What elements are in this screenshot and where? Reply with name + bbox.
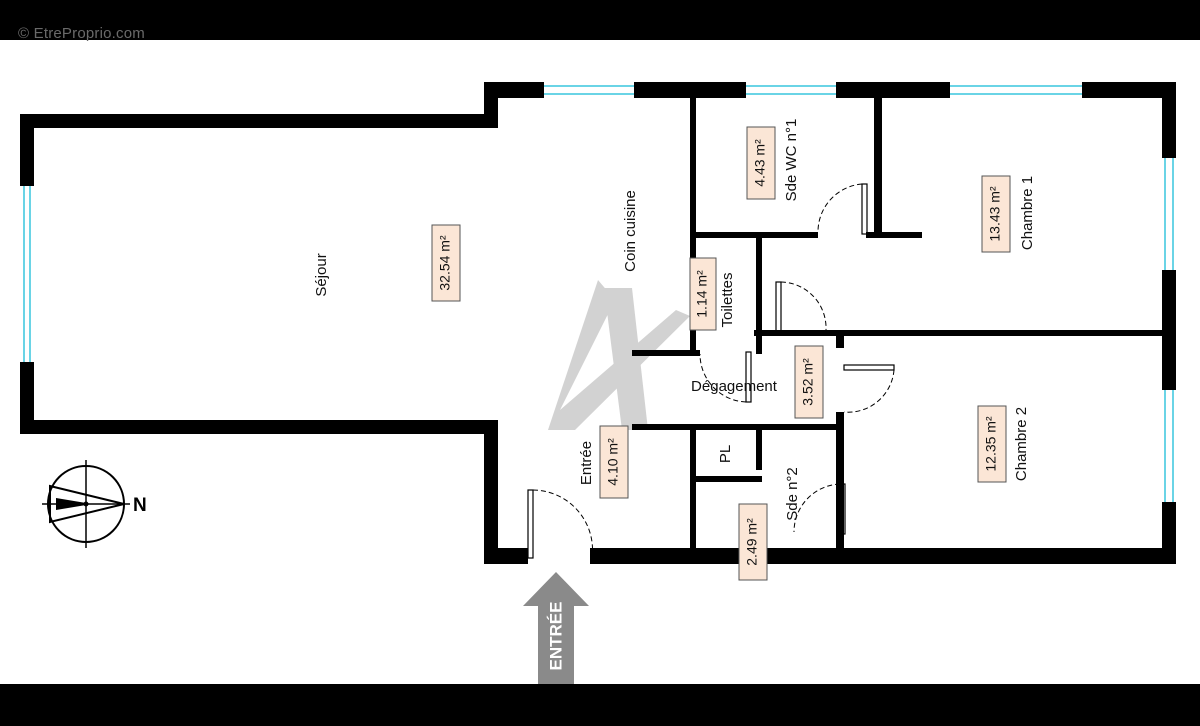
room-label: Chambre 1	[1019, 176, 1036, 250]
room-label: Toilettes	[719, 272, 736, 327]
bottom-bar	[0, 684, 1200, 726]
entrance-arrow-icon: ENTRÉE	[523, 572, 589, 684]
walls	[20, 82, 1176, 564]
room-area: 4.10 m²	[605, 438, 621, 486]
room-area: 3.52 m²	[800, 358, 816, 406]
room-area: 2.49 m²	[744, 518, 760, 566]
room-chambre-1: 13.43 m² Chambre 1	[981, 175, 1036, 253]
entrance-arrow-label: ENTRÉE	[546, 602, 565, 671]
room-sejour: Séjour 32.54 m²	[313, 224, 461, 302]
compass-north-label: N	[133, 495, 147, 516]
room-label: Chambre 2	[1013, 407, 1030, 481]
logo-watermark-icon	[548, 280, 690, 430]
compass-icon: N	[42, 460, 147, 548]
room-entree: Entrée 4.10 m²	[578, 425, 629, 499]
room-pl: PL	[717, 445, 734, 463]
room-area: 1.14 m²	[694, 270, 710, 318]
watermark-text: © EtreProprio.com	[18, 25, 145, 42]
room-area: 13.43 m²	[987, 186, 1003, 242]
room-label: Entrée	[578, 441, 595, 485]
top-bar	[0, 0, 1200, 40]
room-label: Dégagement	[691, 378, 778, 395]
doors	[527, 183, 895, 559]
room-label: PL	[717, 445, 734, 463]
room-area: 12.35 m²	[983, 416, 999, 472]
room-area: 4.43 m²	[752, 139, 768, 187]
room-label: Séjour	[313, 253, 330, 296]
room-label: Sde WC n°1	[783, 119, 800, 202]
room-coin-cuisine: Coin cuisine	[622, 190, 639, 272]
room-sde-2: Sde n°2 2.49 m²	[738, 467, 801, 581]
room-label: Coin cuisine	[622, 190, 639, 272]
room-label: Sde n°2	[784, 467, 801, 521]
room-toilettes: 1.14 m² Toilettes	[689, 257, 736, 331]
windows	[23, 85, 1174, 502]
room-degagement: Dégagement 3.52 m²	[691, 345, 824, 419]
room-sde-wc: 4.43 m² Sde WC n°1	[746, 119, 800, 202]
room-chambre-2: 12.35 m² Chambre 2	[977, 405, 1030, 483]
room-area: 32.54 m²	[437, 235, 453, 291]
